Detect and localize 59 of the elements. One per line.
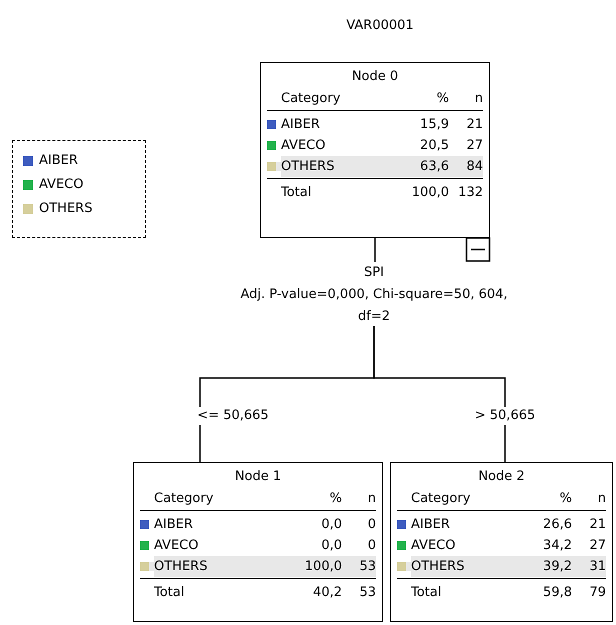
category-label: OTHERS	[281, 156, 397, 177]
column-header: %	[558, 490, 572, 508]
category-label: AVECO	[154, 537, 200, 555]
percent-value: 20,5	[419, 137, 449, 155]
category-label: OTHERS	[154, 556, 290, 577]
count-value: 53	[358, 584, 376, 602]
percent-value: 63,6	[397, 156, 449, 177]
column-header: %	[328, 490, 342, 508]
percent-value: 0,0	[320, 537, 342, 555]
split-variable: SPI	[363, 264, 385, 282]
column-header: n	[596, 490, 606, 508]
column-header: Category	[411, 490, 472, 508]
category-label: AVECO	[411, 537, 456, 555]
count-value: 53	[342, 556, 376, 577]
count-value: 31	[572, 556, 606, 577]
tree-node-box	[260, 62, 490, 238]
connector-line	[374, 238, 376, 262]
node-title: Node 2	[477, 469, 526, 484]
chart-title: VAR00001	[345, 18, 415, 33]
total-label: Total	[281, 184, 312, 202]
count-value: 132	[457, 184, 483, 202]
tree-node-box	[390, 462, 613, 622]
column-header: Category	[281, 90, 342, 108]
percent-value: 15,9	[419, 116, 449, 134]
split-statistics: Adj. P-value=0,000, Chi-square=50, 604, df=2	[239, 286, 509, 326]
category-label: OTHERS	[411, 556, 520, 577]
total-label: Total	[411, 584, 442, 602]
count-value: 21	[465, 116, 483, 134]
count-value: 0	[366, 537, 376, 555]
legend-label: AVECO	[39, 176, 84, 194]
total-label: Total	[154, 584, 186, 602]
count-value: 79	[588, 584, 606, 602]
connector-line	[373, 326, 506, 462]
tree-node-box	[133, 462, 383, 622]
percent-value: 34,2	[542, 537, 572, 555]
count-value: 21	[588, 516, 606, 534]
column-header: Category	[154, 490, 214, 508]
percent-value: 59,8	[542, 584, 572, 602]
category-label: AIBER	[154, 516, 194, 534]
count-value: 0	[366, 516, 376, 534]
legend-label: AIBER	[39, 152, 78, 170]
category-label: AIBER	[411, 516, 451, 534]
category-label: AIBER	[281, 116, 321, 134]
count-value: 27	[588, 537, 606, 555]
column-header: %	[436, 90, 449, 108]
count-value: 27	[465, 137, 483, 155]
percent-value: 39,2	[520, 556, 572, 577]
column-header: n	[366, 490, 376, 508]
node-title: Node 1	[234, 469, 282, 484]
percent-value: 0,0	[320, 516, 342, 534]
percent-value: 40,2	[312, 584, 342, 602]
percent-value: 100,0	[290, 556, 342, 577]
percent-value: 100,0	[410, 184, 449, 202]
count-value: 84	[449, 156, 483, 177]
percent-value: 26,6	[542, 516, 572, 534]
category-label: AVECO	[281, 137, 326, 155]
node-title: Node 0	[350, 69, 400, 84]
legend-label: OTHERS	[39, 200, 92, 218]
column-header: n	[474, 90, 483, 108]
